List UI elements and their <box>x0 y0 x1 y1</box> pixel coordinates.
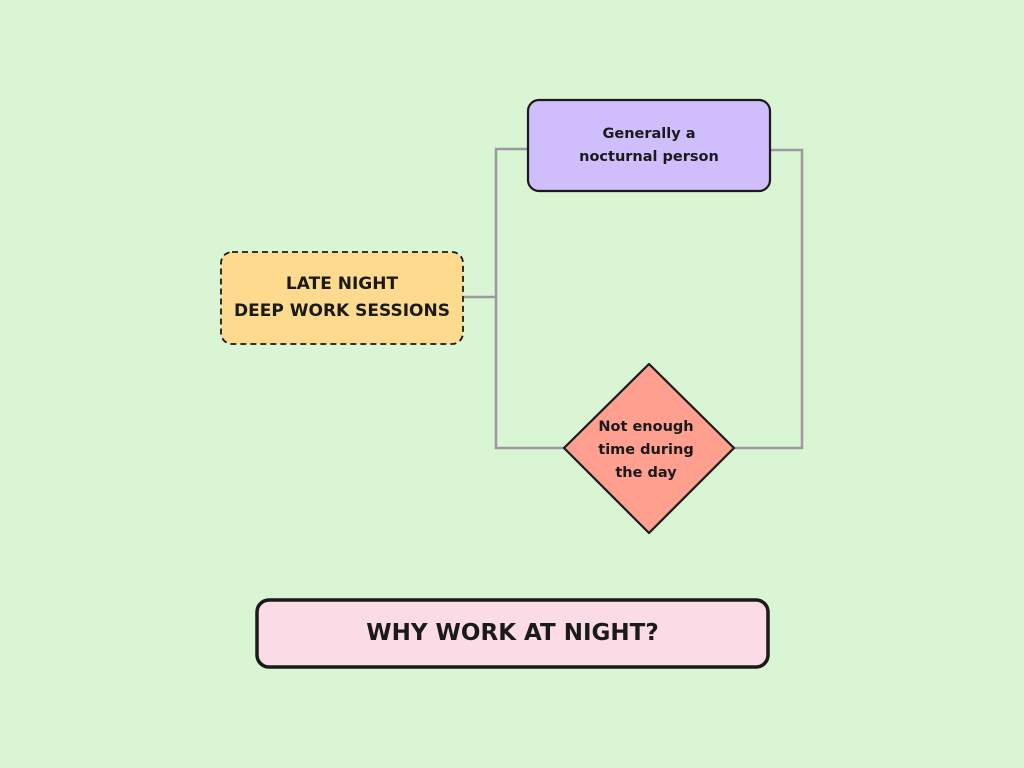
daytime-decision-node <box>562 362 736 535</box>
title-box <box>255 598 770 669</box>
late-night-node <box>220 251 464 345</box>
connector-right-bracket <box>733 148 804 450</box>
connector-left-bracket <box>494 147 566 450</box>
nocturnal-node <box>526 98 772 193</box>
